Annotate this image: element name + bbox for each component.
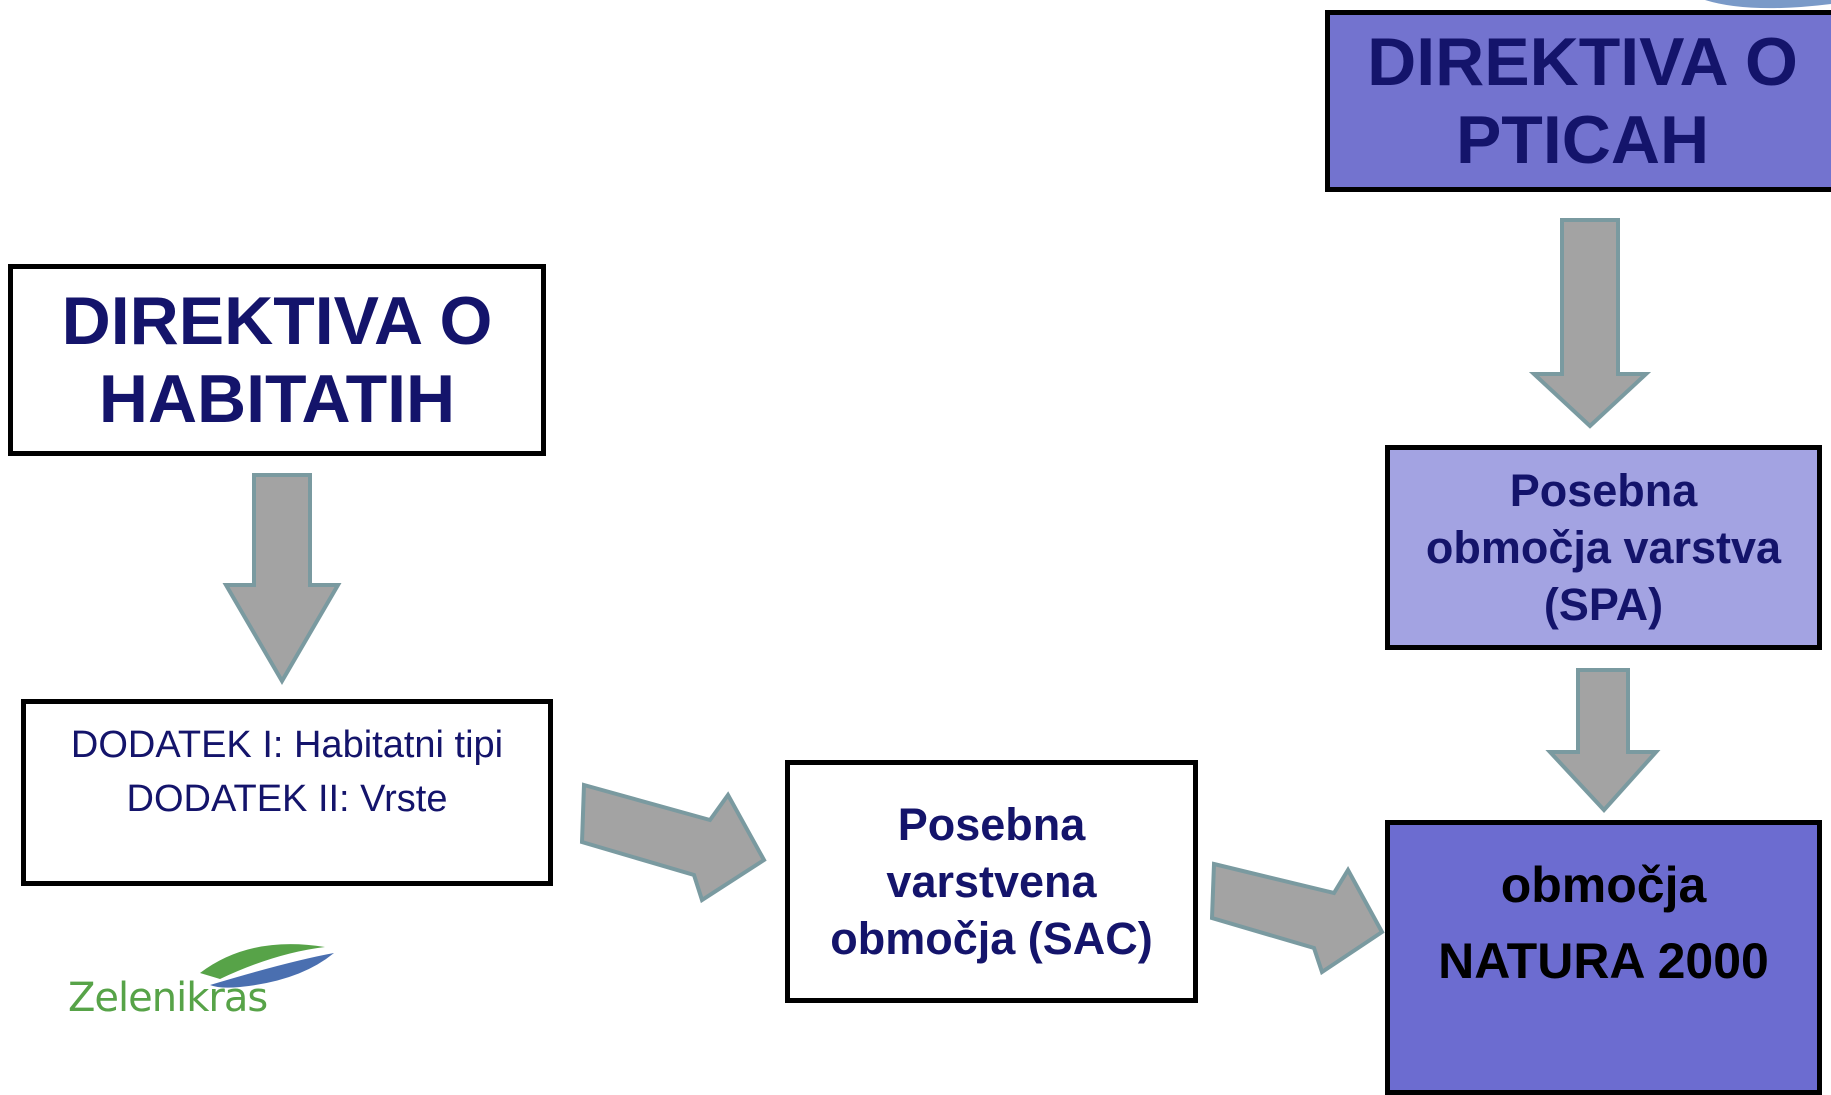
sac-line-1: Posebna (897, 799, 1086, 850)
zeleni-kras-logo-icon (200, 944, 334, 988)
birds-directive-line-2: PTICAH (1455, 102, 1710, 178)
logo-text: Zelenikras (68, 975, 268, 1021)
arrow-annex-to-sac (579, 782, 767, 904)
birds-directive-line-1: DIREKTIVA O (1367, 24, 1798, 100)
spa-line-2: območja varstva (1425, 522, 1782, 573)
arrow-down-spa (1545, 668, 1661, 813)
annex-i-text: DODATEK I: Habitatni tipi (70, 724, 504, 766)
spa-line-1: Posebna (1509, 465, 1698, 516)
habitats-directive-line-1: DIREKTIVA O (61, 283, 493, 359)
annex-ii-text: DODATEK II: Vrste (126, 778, 448, 820)
sac-box: Posebna varstvena območja (SAC) (785, 760, 1198, 1003)
sac-line-3: območja (SAC) (830, 913, 1153, 964)
habitats-directive-box: DIREKTIVA O HABITATIH (8, 264, 546, 456)
arrow-down-habitats (222, 473, 342, 685)
annexes-box: DODATEK I: Habitatni tipi DODATEK II: Vr… (21, 699, 553, 886)
spa-line-3: (SPA) (1543, 579, 1664, 630)
arrow-sac-to-natura (1209, 861, 1385, 976)
arrow-down-birds (1528, 218, 1652, 429)
habitats-directive-line-2: HABITATIH (98, 361, 456, 437)
logo-text-part1: Zeleni (68, 975, 187, 1021)
logo-text-part2: kras (186, 975, 268, 1021)
birds-directive-box: DIREKTIVA O PTICAH (1325, 10, 1831, 192)
spa-box: Posebna območja varstva (SPA) (1385, 445, 1822, 650)
natura-line-1: območja (1500, 857, 1707, 913)
corner-decoration (1705, 0, 1831, 9)
sac-line-2: varstvena (886, 856, 1097, 907)
natura-2000-box: območja NATURA 2000 (1385, 820, 1822, 1095)
natura-line-2: NATURA 2000 (1438, 933, 1769, 989)
